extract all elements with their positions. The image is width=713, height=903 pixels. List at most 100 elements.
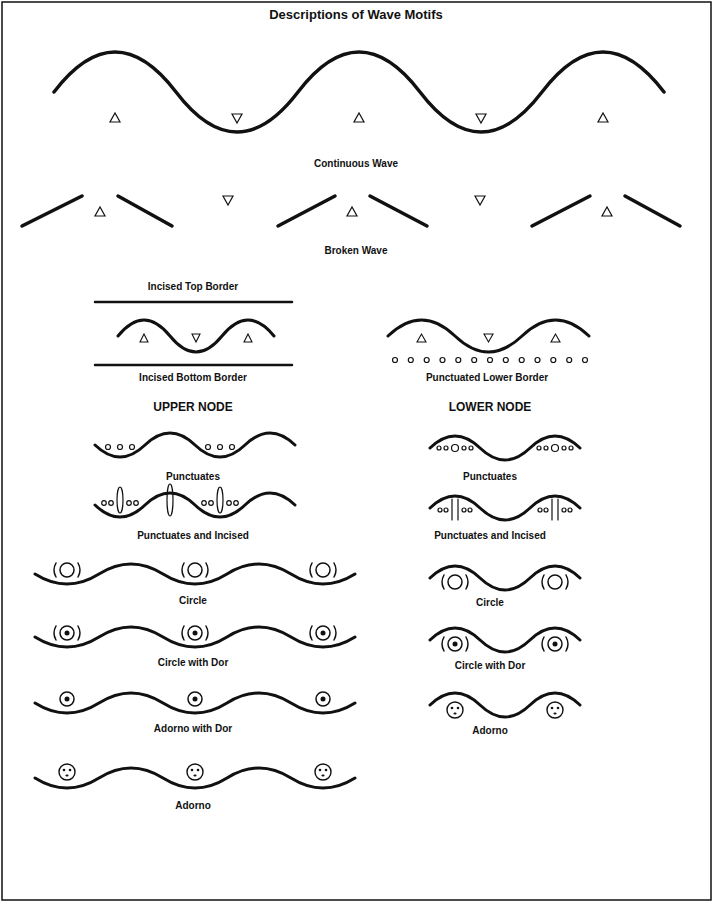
lower-circle-wave-part-part <box>542 575 544 589</box>
lower-circle-wave-part-part <box>466 575 468 589</box>
upper-adorno-wave-part-part <box>63 769 66 772</box>
punctuated-lower-border-wave-part-part <box>424 358 429 363</box>
upper-circle-dot-wave <box>35 626 355 647</box>
incised-border-wave-part <box>140 334 252 342</box>
upper-circle-dot-wave-part-part <box>310 626 312 640</box>
motif-label: Punctuates and Incised <box>434 530 546 542</box>
upper-adorno-wave-part <box>63 769 328 777</box>
upper-punctuates-wave-part-part <box>106 445 111 450</box>
upper-circle-dot-wave-part-part <box>65 631 70 636</box>
upper-punctuates-wave-part-part <box>206 445 211 450</box>
continuous-wave <box>54 52 664 132</box>
motif-label: Adorno <box>175 800 211 812</box>
lower-punctuates-wave-part-part <box>444 446 448 450</box>
punctuated-lower-border-wave-part-part <box>519 358 524 363</box>
upper-adorno-wave-part-part <box>59 764 75 780</box>
upper-circle-wave-part-part <box>206 563 208 577</box>
broken-wave-part-part <box>278 196 335 226</box>
incised-border-wave-part-part <box>192 334 200 342</box>
punctuated-lower-border-wave-part <box>417 334 560 342</box>
upper-adorno-dot-wave-part <box>65 697 326 702</box>
lower-punctuates-wave-part-part <box>544 446 548 450</box>
punctuated-lower-border-wave-part-part <box>472 358 477 363</box>
upper-circle-wave-part-part <box>310 563 312 577</box>
continuous-wave-part <box>54 52 664 132</box>
lower-punctuates-wave-part-part <box>569 446 573 450</box>
broken-wave-part-part <box>118 196 172 226</box>
lower-circle-wave-part-part <box>566 575 568 589</box>
upper-adorno-wave-part <box>35 768 355 788</box>
lower-punctuates-incised-wave <box>430 496 580 520</box>
lower-circle-dot-wave-part <box>442 637 568 651</box>
broken-wave-part-part <box>532 196 590 226</box>
upper-punctuates-incised-wave-part <box>95 493 295 517</box>
upper-punctuates-incised-wave-part-part <box>109 501 114 506</box>
continuous-wave-part-part <box>110 113 120 122</box>
punctuated-lower-border-wave-part-part <box>456 358 461 363</box>
broken-wave-part-part <box>475 196 485 205</box>
upper-circle-dot-wave-part-part <box>182 626 184 640</box>
upper-circle-wave-part <box>35 564 355 584</box>
lower-punctuates-incised-wave-part-part <box>557 499 558 520</box>
motif-label: Adorno with Dor <box>154 723 232 735</box>
border-label: Incised Top Border <box>148 281 238 293</box>
broken-wave <box>22 196 680 226</box>
broken-wave-part-part <box>95 207 105 216</box>
upper-adorno-dot-wave-part-part <box>65 697 70 702</box>
upper-adorno-wave-part-part <box>65 774 68 776</box>
upper-circle-dot-wave-part-part <box>60 626 74 640</box>
upper-adorno-wave-part <box>59 764 331 780</box>
lower-adorno-wave-part-part <box>447 702 463 718</box>
upper-circle-wave-part-part <box>334 563 336 577</box>
upper-punctuates-wave-part-part <box>230 445 235 450</box>
upper-punctuates-wave-part <box>106 445 235 450</box>
upper-punctuates-incised-wave-part-part <box>209 501 214 506</box>
upper-circle-wave-part-part <box>78 563 80 577</box>
upper-adorno-dot-wave-part <box>60 692 330 706</box>
lower-punctuates-wave-part-part <box>552 445 559 452</box>
upper-circle-dot-wave-part-part <box>316 626 330 640</box>
upper-circle-wave-part <box>54 563 336 577</box>
lower-adorno-wave-part-part <box>557 707 560 710</box>
section-heading: UPPER NODE <box>153 400 232 414</box>
lower-circle-dot-wave-part-part <box>453 642 458 647</box>
lower-punctuates-wave-part-part <box>437 446 441 450</box>
lower-punctuates-incised-wave-part-part <box>444 508 448 512</box>
broken-wave-part <box>95 196 612 216</box>
motif-label: Adorno <box>472 725 508 737</box>
lower-circle-dot-wave-part-part <box>553 642 558 647</box>
upper-punctuates-wave <box>95 433 295 457</box>
upper-circle-dot-wave-part <box>35 627 355 647</box>
continuous-wave-part-part <box>476 114 486 123</box>
upper-punctuates-wave-part-part <box>118 445 123 450</box>
border-label: Incised Bottom Border <box>139 372 247 384</box>
punctuated-lower-border-wave-part-part <box>488 358 493 363</box>
upper-circle-wave-part-part <box>60 563 74 577</box>
lower-punctuates-incised-wave-part-part <box>438 508 442 512</box>
punctuated-lower-border-wave-part-part <box>551 334 560 342</box>
upper-circle-wave-part-part <box>316 563 330 577</box>
upper-punctuates-incised-wave-part-part <box>127 501 132 506</box>
motif-label: Circle <box>476 597 504 609</box>
lower-punctuates-incised-wave-part-part <box>462 508 466 512</box>
punctuated-lower-border-wave-part-part <box>567 358 572 363</box>
lower-circle-dot-wave <box>430 628 580 652</box>
motif-label: Circle with Dor <box>158 657 229 669</box>
upper-adorno-wave-part-part <box>319 769 322 772</box>
diagram-title: Descriptions of Wave Motifs <box>269 7 443 23</box>
upper-adorno-dot-wave-part-part <box>193 697 198 702</box>
continuous-wave-part <box>110 113 608 123</box>
upper-circle-wave-part-part <box>54 563 56 577</box>
broken-wave-part-part <box>370 196 427 226</box>
upper-circle-wave-part-part <box>188 563 202 577</box>
upper-circle-wave-part-part <box>182 563 184 577</box>
upper-adorno-dot-wave-part-part <box>321 697 326 702</box>
lower-circle-dot-wave-part-part <box>548 637 562 651</box>
upper-adorno-wave-part-part <box>197 769 200 772</box>
lower-adorno-wave-part-part <box>457 707 460 710</box>
broken-wave-part-part <box>347 207 357 216</box>
lower-adorno-wave-part <box>447 702 563 718</box>
upper-punctuates-wave-part-part <box>218 445 223 450</box>
punctuated-lower-border-wave-part-part <box>503 358 508 363</box>
